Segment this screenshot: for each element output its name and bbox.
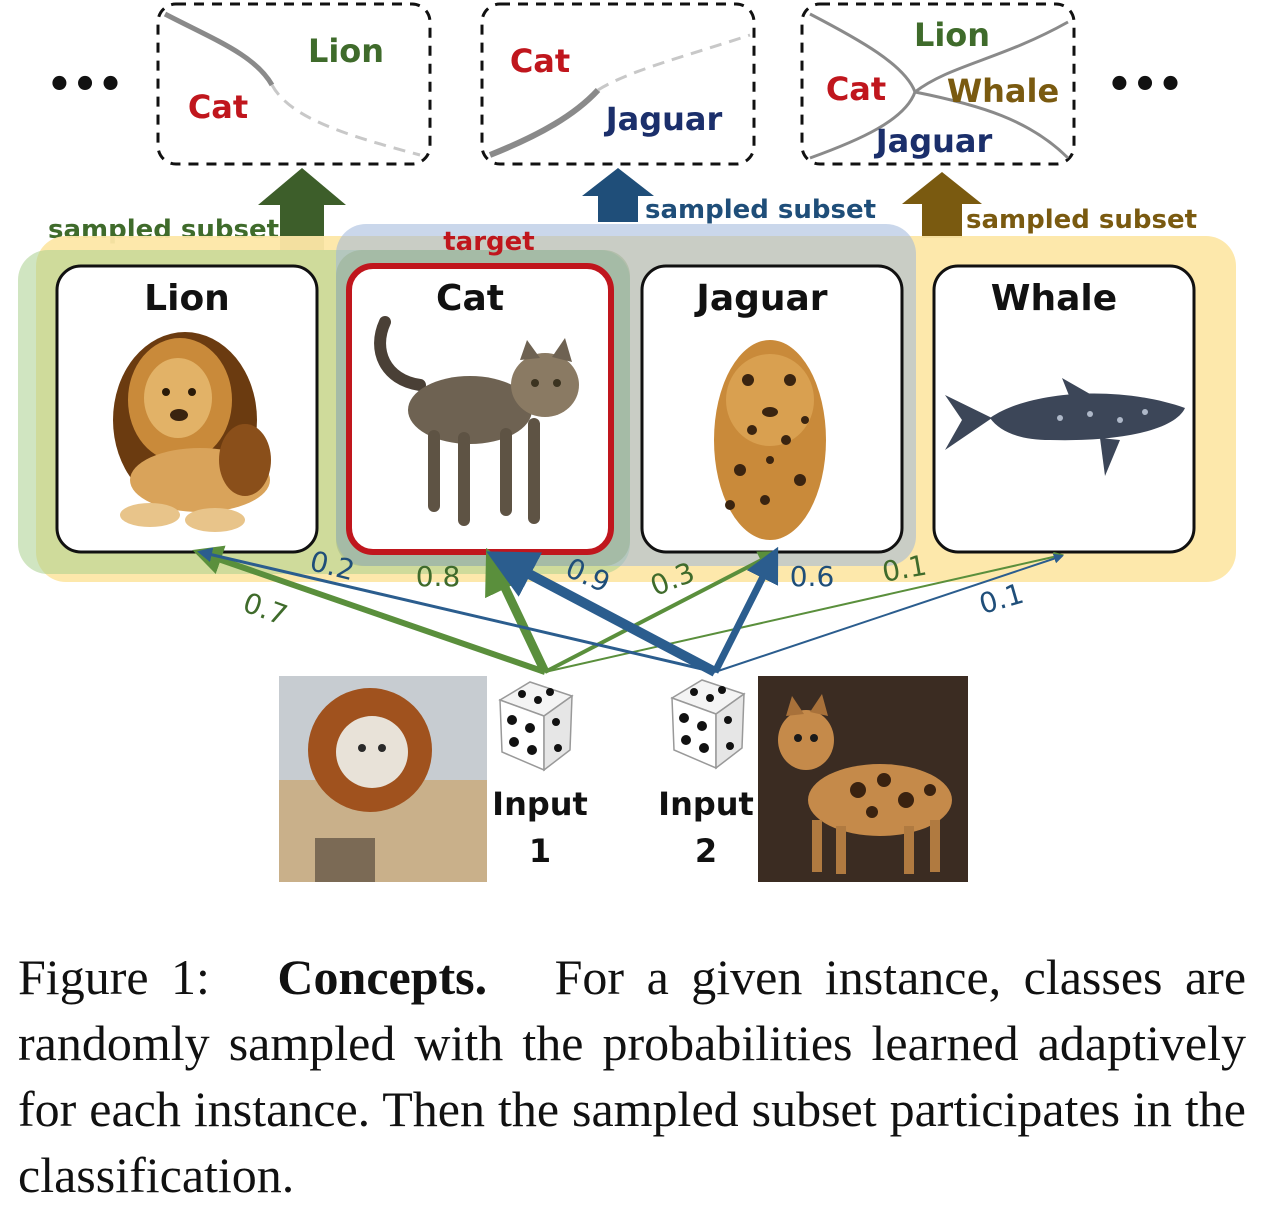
edge-label-6: 0.1	[880, 549, 930, 589]
panel-1-label-lion: Lion	[308, 32, 384, 70]
up-arrow-blue-icon	[582, 168, 654, 222]
edge-input2-whale	[714, 553, 1064, 673]
panel-1-label-cat: Cat	[188, 88, 248, 126]
boundary-panel-3: Lion Cat Whale Jaguar	[800, 2, 1076, 166]
subset-label-blue: sampled subset	[645, 195, 876, 225]
edge-input1-jaguar	[544, 551, 779, 674]
panel-3-label-whale: Whale	[947, 72, 1059, 110]
boundary-panel-2: Cat Jaguar	[480, 2, 756, 166]
class-card-whale: Whale	[932, 264, 1196, 554]
input-1-image	[279, 676, 487, 882]
class-card-lion: Lion	[55, 264, 319, 554]
class-label-jaguar: Jaguar	[693, 278, 827, 319]
input-2-image	[758, 676, 968, 882]
up-arrow-green-icon	[258, 168, 346, 250]
subset-label-brown: sampled subset	[966, 205, 1197, 235]
edge-label-5: 0.6	[790, 560, 835, 593]
boundary-panel-1: Lion Cat	[156, 2, 432, 166]
figure-diagram: ••• ••• Lion Cat Cat Jaguar Lion Cat Wha…	[18, 2, 1236, 882]
edge-label-2: 0.8	[416, 560, 461, 593]
edge-input2-jaguar	[711, 546, 779, 674]
up-arrow-brown-icon	[902, 172, 982, 238]
figure-caption: Figure 1: Concepts. For a given instance…	[18, 944, 1246, 1208]
class-card-cat: Cat	[346, 263, 614, 555]
jaguar-image	[714, 340, 826, 540]
edge-input1-lion	[192, 545, 546, 675]
class-label-lion: Lion	[144, 278, 230, 319]
ellipsis-right: •••	[1107, 62, 1184, 108]
input-1-label-line2: 1	[529, 832, 551, 870]
caption-bold: Concepts.	[277, 949, 488, 1005]
input-2-label-line2: 2	[695, 832, 717, 870]
input-1-label-line1: Input	[492, 785, 588, 823]
input-2-label-line1: Input	[658, 785, 754, 823]
target-label: target	[443, 227, 534, 257]
class-label-whale: Whale	[991, 278, 1117, 319]
lion-image	[113, 332, 271, 532]
class-card-jaguar: Jaguar	[640, 264, 904, 554]
caption-text: For a given instance, classes are random…	[18, 949, 1247, 1203]
panel-3-label-jaguar: Jaguar	[874, 122, 993, 160]
panel-3-label-lion: Lion	[914, 16, 990, 54]
edge-label-0: 0.7	[239, 586, 292, 632]
edge-input2-cat	[486, 551, 718, 677]
panel-3-label-cat: Cat	[826, 70, 886, 108]
dice-2-icon	[670, 679, 746, 770]
panel-2-label-cat: Cat	[510, 42, 570, 80]
edge-label-7: 0.1	[975, 577, 1027, 621]
whale-image	[945, 378, 1185, 476]
class-label-cat: Cat	[436, 278, 504, 319]
cat-image	[374, 316, 579, 526]
dice-1-icon	[498, 681, 574, 772]
caption-label: Figure 1:	[18, 949, 210, 1005]
ellipsis-left: •••	[47, 62, 124, 108]
panel-2-label-jaguar: Jaguar	[604, 100, 723, 138]
edge-input2-lion	[197, 547, 716, 674]
